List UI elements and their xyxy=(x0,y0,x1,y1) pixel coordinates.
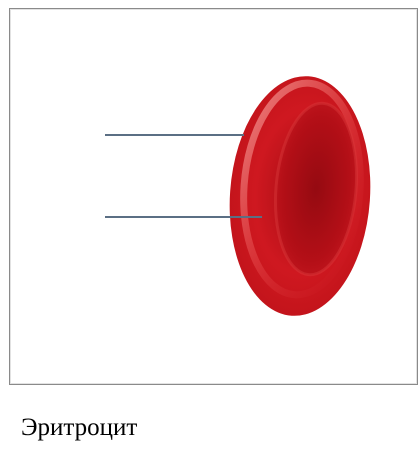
erythrocyte-illustration xyxy=(10,9,417,384)
diagram-caption: Эритроцит xyxy=(21,413,137,443)
diagram-frame xyxy=(9,8,418,385)
